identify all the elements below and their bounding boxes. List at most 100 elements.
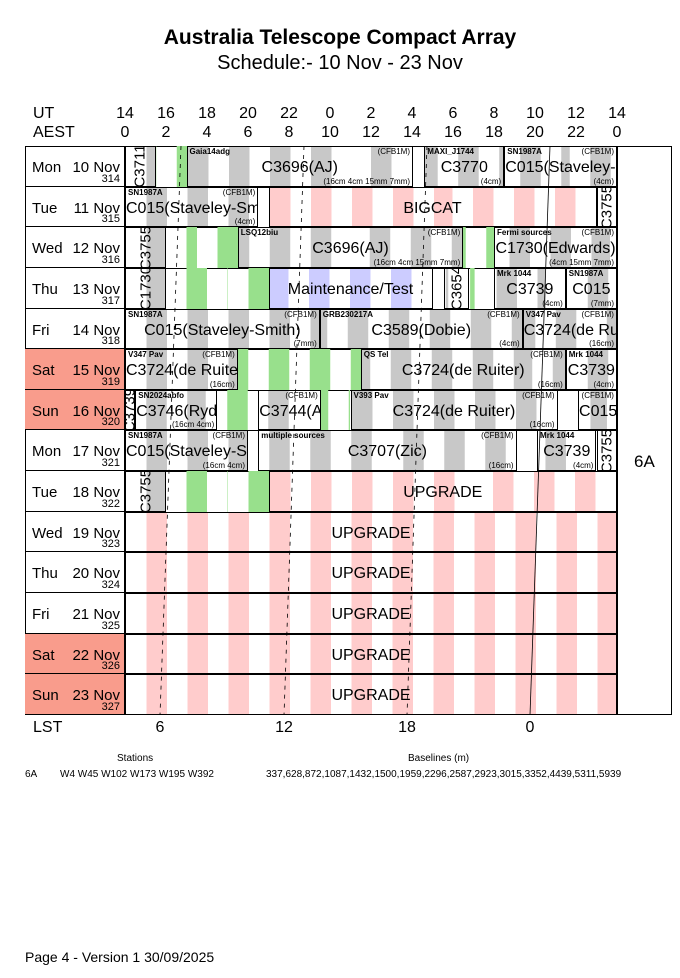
project-label: UPGRADE — [331, 646, 411, 664]
aest-tick: 6 — [243, 124, 253, 141]
ut-tick: 20 — [239, 105, 257, 122]
schedule-row: UPGRADE — [125, 633, 617, 675]
project-label: UPGRADE — [331, 524, 411, 542]
ut-tick: 4 — [407, 105, 417, 122]
correlator-mode: (CFB1M) — [487, 309, 520, 319]
observation-block[interactable]: C3755 — [125, 471, 166, 512]
ut-axis-label: UT — [33, 105, 55, 122]
unscheduled-gap — [166, 267, 269, 309]
receiver-bands: (16cm 4cm 15mm 7mm) — [323, 176, 411, 186]
ut-tick: 12 — [567, 105, 585, 122]
observation-block[interactable]: C3739 — [125, 389, 136, 431]
day-of-year: 325 — [101, 619, 120, 632]
aest-tick: 14 — [403, 124, 421, 141]
observation-block[interactable]: UPGRADE — [125, 674, 617, 715]
schedule-row: C015(Staveley-Smith)SN1987A(CFB1M)(7mm)C… — [125, 308, 617, 350]
day-date: 18 Nov — [72, 484, 120, 502]
correlator-mode: (CFB1M) — [427, 228, 461, 238]
observation-block[interactable]: C015(Staveley-Smith)SN1987A(CFB1M)(4cm) — [504, 146, 617, 187]
day-date: 23 Nov — [72, 687, 120, 705]
observation-block[interactable]: C1730 — [125, 267, 166, 309]
observation-block[interactable]: C015(Staveley-Smith)SN1987A(CFB1M)(7mm) — [125, 308, 320, 350]
observation-block[interactable]: C3654 — [443, 267, 470, 309]
observation-block[interactable]: UPGRADE — [125, 511, 617, 553]
day-name: Thu — [32, 565, 58, 583]
project-label: C3739 — [506, 280, 554, 298]
schedule-row: UPGRADE — [125, 552, 617, 594]
observation-block[interactable]: C3696(AJ)Gaia14adg(CFB1M)(16cm 4cm 15mm … — [186, 146, 414, 187]
day-name: Tue — [32, 484, 58, 502]
correlator-mode: (CFB1M) — [581, 309, 614, 319]
day-name: Sun — [32, 687, 59, 705]
day-of-year: 316 — [101, 253, 120, 266]
source-name: SN2024abfo — [138, 390, 185, 400]
aest-axis-label: AEST — [33, 124, 75, 141]
observation-block[interactable]: UPGRADE — [125, 633, 617, 675]
receiver-bands: (4cm) — [593, 176, 614, 186]
observation-block[interactable]: UPGRADE — [268, 471, 617, 512]
day-of-year: 315 — [101, 213, 120, 226]
observation-block[interactable]: C015(Staveley-Smith)SN1987A(CFB1M)(4cm) — [125, 186, 259, 228]
receiver-bands: (16cm 4cm) — [202, 461, 245, 471]
correlator-mode: (CFB1M) — [284, 309, 317, 319]
day-name: Sat — [32, 362, 55, 380]
ut-tick: 2 — [366, 105, 376, 122]
observation-block[interactable]: UPGRADE — [125, 593, 617, 634]
observation-block[interactable]: C3755 — [596, 430, 617, 472]
day-date: 17 Nov — [72, 443, 120, 461]
day-name: Mon — [32, 159, 62, 176]
observation-block[interactable]: C3696(AJ)LSQ12biu(CFB1M)(16cm 4cm 15mm 7… — [237, 227, 464, 268]
project-label: C015(Staveley-Smith) — [505, 159, 616, 176]
project-label: C015(Staveley-Smith) — [126, 199, 257, 217]
footer-config: 6A — [25, 769, 38, 780]
observation-block[interactable]: C3724(de Ruiter)V347 Pav(CFB1M)(16cm) — [125, 349, 238, 390]
page-title: Australia Telescope Compact Array — [163, 26, 517, 49]
observation-block[interactable]: C3724(de Ruiter)V347 Pav(CFB1M)(16cm) — [522, 308, 617, 350]
observation-block[interactable]: C3724(de Ruiter)QS Tel(CFB1M)(16cm) — [360, 349, 566, 390]
observation-block[interactable]: C015(Staveley-Smith)SN1987A(CFB1M)(16cm … — [125, 430, 248, 472]
aest-tick: 4 — [202, 124, 212, 141]
observation-block[interactable]: C3589(Dobie)GRB230217A(CFB1M)(4cm) — [319, 308, 523, 350]
stations-list: W4 W45 W102 W173 W195 W392 — [60, 769, 214, 780]
observation-block[interactable]: C3711 — [125, 146, 156, 187]
baselines-list: 337,628,872,1087,1432,1500,1959,2296,258… — [266, 769, 622, 780]
day-of-year: 322 — [101, 497, 120, 510]
unscheduled-gap — [432, 267, 444, 309]
ut-tick: 14 — [116, 105, 134, 122]
day-date: 19 Nov — [72, 524, 120, 542]
observation-block[interactable]: C3724(de Ruiter)V393 Pav(CFB1M)(16cm) — [350, 389, 558, 431]
observation-block[interactable]: C3707(Zic)multiple sources(CFB1M)(16cm) — [258, 430, 517, 472]
receiver-bands: (16cm) — [488, 461, 514, 471]
observation-block[interactable]: C3755 — [596, 186, 617, 228]
observation-block[interactable]: C015(CFB1M) — [578, 389, 617, 431]
observation-block[interactable]: C3744(An)(CFB1M) — [258, 389, 321, 431]
ut-tick: 10 — [526, 105, 544, 122]
day-date: 16 Nov — [72, 402, 120, 420]
schedule-row: UPGRADE — [125, 593, 617, 634]
unscheduled-gap — [258, 186, 269, 228]
observation-block[interactable]: UPGRADE — [125, 552, 617, 594]
observation-block[interactable]: Maintenance/Test — [268, 267, 433, 309]
observation-block[interactable]: BIGCAT — [268, 186, 597, 228]
source-name: SN1987A — [128, 309, 163, 319]
project-label: C3739 — [567, 362, 615, 380]
observation-block[interactable]: C1730(Edwards)Fermi sources(CFB1M)(4cm 1… — [494, 227, 617, 268]
observation-block[interactable]: C3746(Ryder)SN2024abfo(16cm 4cm) — [135, 389, 218, 431]
project-label: C015 — [572, 280, 611, 298]
observation-block[interactable]: C3755 — [125, 227, 166, 268]
day-date: 22 Nov — [72, 646, 120, 664]
correlator-mode: (CFB1M) — [212, 431, 245, 441]
day-name: Fri — [32, 606, 50, 624]
receiver-bands: (16cm) — [529, 420, 555, 430]
day-name: Mon — [32, 443, 62, 461]
receiver-bands: (16cm) — [537, 379, 563, 389]
schedule-row: UPGRADE — [125, 674, 617, 715]
